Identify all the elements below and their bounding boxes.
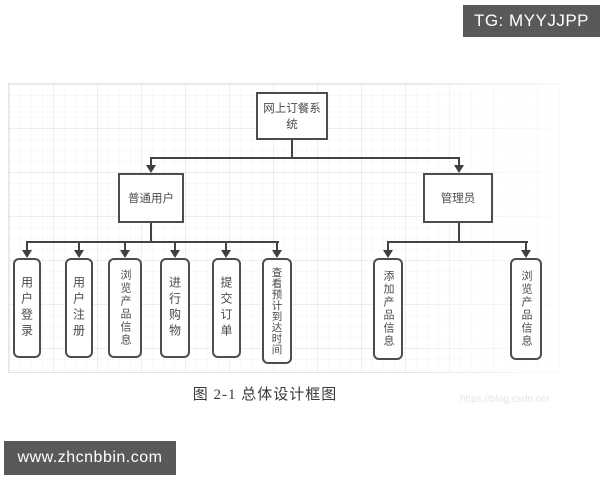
connector-stub bbox=[124, 241, 126, 251]
figure-caption: 图 2-1 总体设计框图 bbox=[192, 387, 338, 403]
node-submit-order: 提交订单 bbox=[212, 258, 241, 358]
website-banner: www.zhcnbbin.com bbox=[4, 441, 176, 475]
connector-stub bbox=[174, 241, 176, 251]
connector-user-stub bbox=[150, 157, 152, 166]
node-do-shopping: 进行购物 bbox=[160, 258, 190, 358]
connector-stub bbox=[78, 241, 80, 251]
connector-stub bbox=[387, 241, 389, 251]
connector-user-leaves-horizontal bbox=[26, 241, 279, 243]
arrowhead-icon bbox=[74, 250, 84, 258]
connector-stub bbox=[525, 241, 527, 251]
arrowhead-icon bbox=[221, 250, 231, 258]
arrowhead-icon bbox=[146, 165, 156, 173]
connector-user-vertical bbox=[150, 223, 152, 243]
arrowhead-icon bbox=[120, 250, 130, 258]
node-online-ordering-system: 网上订餐系统 bbox=[256, 92, 328, 140]
arrowhead-icon bbox=[22, 250, 32, 258]
node-user-register: 用户注册 bbox=[65, 258, 93, 358]
watermark-text: https://blog.csdn.net bbox=[460, 394, 550, 405]
arrowhead-icon bbox=[521, 250, 531, 258]
node-browse-product-info-admin: 浏览产品信息 bbox=[510, 258, 542, 360]
node-normal-user: 普通用户 bbox=[118, 173, 184, 223]
connector-level2-horizontal bbox=[150, 157, 460, 159]
connector-admin-leaves-horizontal bbox=[388, 241, 528, 243]
connector-admin-stub bbox=[458, 157, 460, 166]
connector-stub bbox=[276, 241, 278, 251]
arrowhead-icon bbox=[272, 250, 282, 258]
arrowhead-icon bbox=[454, 165, 464, 173]
connector-stub bbox=[225, 241, 227, 251]
node-add-product-info: 添加产品信息 bbox=[373, 258, 403, 360]
tg-contact-banner: TG: MYYJJPP bbox=[463, 5, 600, 37]
arrowhead-icon bbox=[383, 250, 393, 258]
arrowhead-icon bbox=[170, 250, 180, 258]
node-browse-product-info-user: 浏览产品信息 bbox=[108, 258, 142, 358]
connector-root-vertical bbox=[291, 140, 293, 158]
connector-stub bbox=[26, 241, 28, 251]
node-administrator: 管理员 bbox=[423, 173, 493, 223]
node-view-estimated-arrival-time: 查看预计到达时间 bbox=[262, 258, 292, 364]
connector-admin-vertical bbox=[458, 223, 460, 243]
node-user-login: 用户登录 bbox=[13, 258, 41, 358]
